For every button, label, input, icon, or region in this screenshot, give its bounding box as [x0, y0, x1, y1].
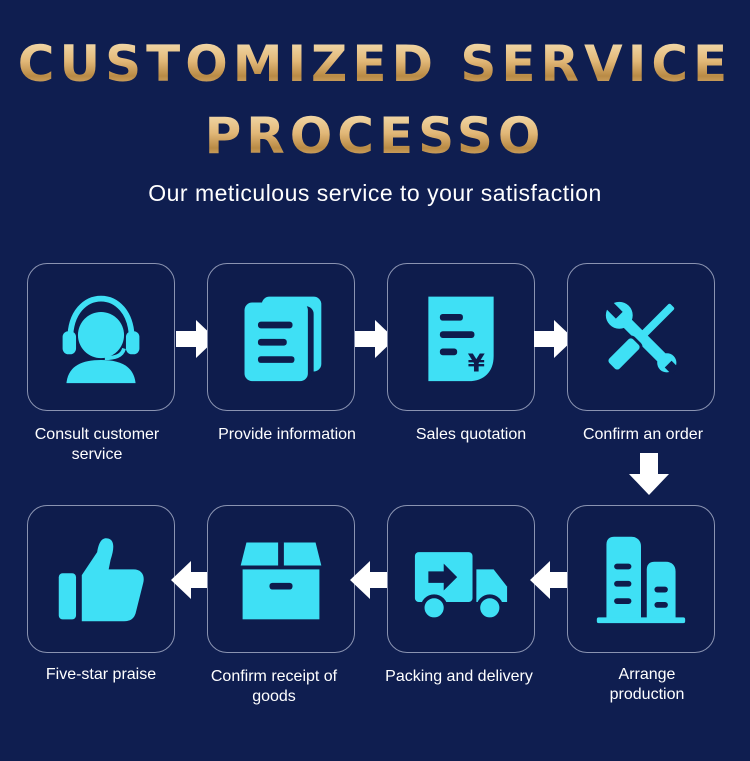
- step-praise-box: [27, 505, 175, 653]
- delivery-truck-icon: [414, 552, 508, 622]
- thumbs-up-icon: [58, 538, 144, 622]
- step-provide-info-box: [207, 263, 355, 411]
- step-arrange-production-box: [567, 505, 715, 653]
- package-box-icon: [240, 542, 322, 620]
- headset-agent-icon: [62, 295, 140, 384]
- step-label: Arrange production: [609, 666, 685, 703]
- arrow-left-icon: [171, 561, 211, 599]
- documents-icon: [244, 296, 322, 384]
- step-label: Confirm an order: [582, 426, 704, 443]
- step-label: Five-star praise: [45, 666, 157, 683]
- step-label: Confirm receipt of goods: [210, 668, 338, 705]
- step-packing-delivery-box: [387, 505, 535, 653]
- step-confirm-order-box: [567, 263, 715, 411]
- page-title-line2: PROCESSO: [0, 106, 750, 166]
- tools-icon: [605, 301, 679, 375]
- arrow-right-icon: [176, 320, 216, 358]
- page-title-line1: CUSTOMIZED SERVICE: [0, 34, 750, 94]
- step-label: Consult customer service: [34, 426, 160, 463]
- arrow-right-icon: [534, 320, 574, 358]
- step-label: Packing and delivery: [385, 668, 533, 685]
- arrow-left-icon: [350, 561, 390, 599]
- step-consult-box: [27, 263, 175, 411]
- svg-text:¥: ¥: [468, 349, 486, 378]
- step-label: Provide information: [218, 426, 356, 443]
- factory-buildings-icon: [596, 536, 686, 624]
- step-confirm-receipt-box: [207, 505, 355, 653]
- step-sales-quotation-box: ¥: [387, 263, 535, 411]
- arrow-right-icon: [355, 320, 395, 358]
- subtitle: Our meticulous service to your satisfact…: [148, 180, 602, 206]
- arrow-left-icon: [530, 561, 570, 599]
- quotation-yen-icon: ¥: [428, 296, 494, 382]
- step-label: Sales quotation: [415, 426, 527, 443]
- arrow-down-icon: [629, 453, 669, 495]
